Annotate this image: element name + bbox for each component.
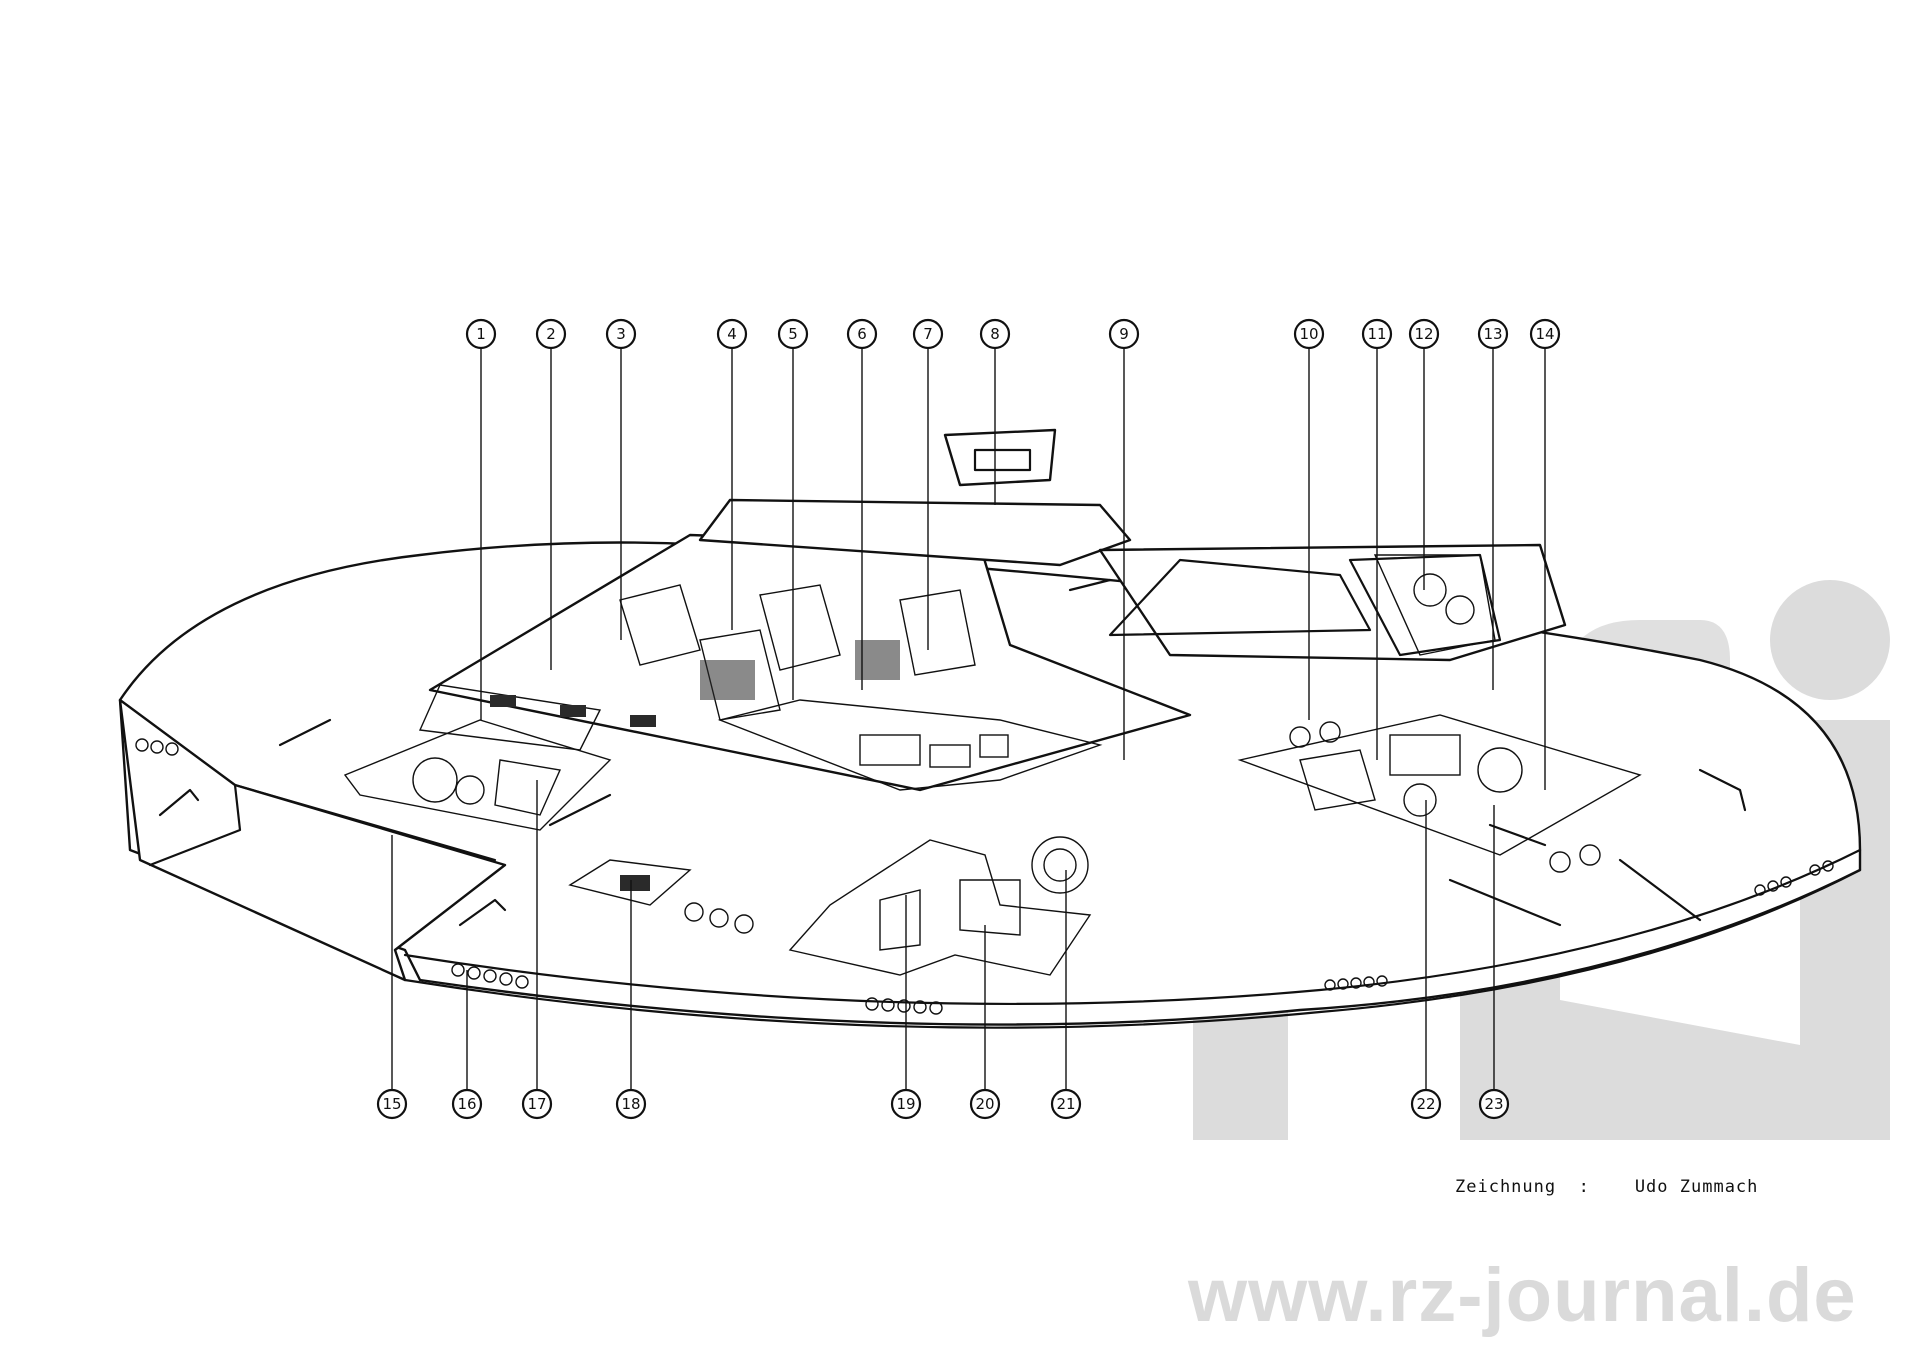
svg-text:21: 21 (1056, 1095, 1075, 1113)
svg-text:16: 16 (457, 1095, 476, 1113)
svg-text:19: 19 (896, 1095, 915, 1113)
callout-leaders (391, 348, 1546, 1090)
svg-text:18: 18 (621, 1095, 640, 1113)
callout-15: 15 (376, 1088, 408, 1120)
svg-text:17: 17 (527, 1095, 546, 1113)
right-module-interior (1373, 554, 1496, 656)
credit-separator: : (1578, 1177, 1590, 1197)
svg-text:1: 1 (476, 325, 486, 343)
callout-1: 1 (465, 318, 497, 350)
credit-author: Udo Zummach (1634, 1177, 1759, 1197)
credit-label: Zeichnung (1455, 1177, 1557, 1197)
svg-text:5: 5 (788, 325, 798, 343)
svg-text:20: 20 (975, 1095, 994, 1113)
svg-text:3: 3 (616, 325, 626, 343)
svg-text:12: 12 (1414, 325, 1433, 343)
callout-5: 5 (777, 318, 809, 350)
left-hatch-area (343, 719, 612, 831)
callout-19: 19 (890, 1088, 922, 1120)
svg-text:2: 2 (546, 325, 556, 343)
svg-text:10: 10 (1299, 325, 1318, 343)
svg-text:11: 11 (1367, 325, 1386, 343)
callout-3: 3 (605, 318, 637, 350)
callout-21: 21 (1050, 1088, 1082, 1120)
hull-handles (158, 578, 1747, 927)
callout-22: 22 (1410, 1088, 1442, 1120)
svg-text:8: 8 (990, 325, 1000, 343)
callout-20: 20 (969, 1088, 1001, 1120)
callout-11: 11 (1361, 318, 1393, 350)
callout-4: 4 (716, 318, 748, 350)
callout-10: 10 (1293, 318, 1325, 350)
callout-14: 14 (1529, 318, 1561, 350)
svg-text:7: 7 (923, 325, 933, 343)
svg-text:23: 23 (1484, 1095, 1503, 1113)
callout-7: 7 (912, 318, 944, 350)
callout-13: 13 (1477, 318, 1509, 350)
svg-text:15: 15 (382, 1095, 401, 1113)
callout-8: 8 (979, 318, 1011, 350)
watermark-url: www.rz-journal.de (1188, 1253, 1857, 1338)
callout-16: 16 (451, 1088, 483, 1120)
rear-cutaway-area (788, 836, 1092, 976)
svg-text:13: 13 (1483, 325, 1502, 343)
svg-text:14: 14 (1535, 325, 1554, 343)
svg-text:9: 9 (1119, 325, 1129, 343)
svg-text:6: 6 (857, 325, 867, 343)
callout-18: 18 (615, 1088, 647, 1120)
svg-text:22: 22 (1416, 1095, 1435, 1113)
callout-23: 23 (1478, 1088, 1510, 1120)
forward-panel-area (418, 684, 656, 751)
callout-17: 17 (521, 1088, 553, 1120)
drawing-credit: Zeichnung : Udo Zummach (1455, 1177, 1758, 1197)
callout-12: 12 (1408, 318, 1440, 350)
callout-2: 2 (535, 318, 567, 350)
center-hatch-area (568, 859, 692, 906)
right-engine-bay (1237, 714, 1642, 856)
svg-text:4: 4 (727, 325, 737, 343)
callout-6: 6 (846, 318, 878, 350)
callout-9: 9 (1108, 318, 1140, 350)
hull-portholes (135, 721, 1834, 1015)
